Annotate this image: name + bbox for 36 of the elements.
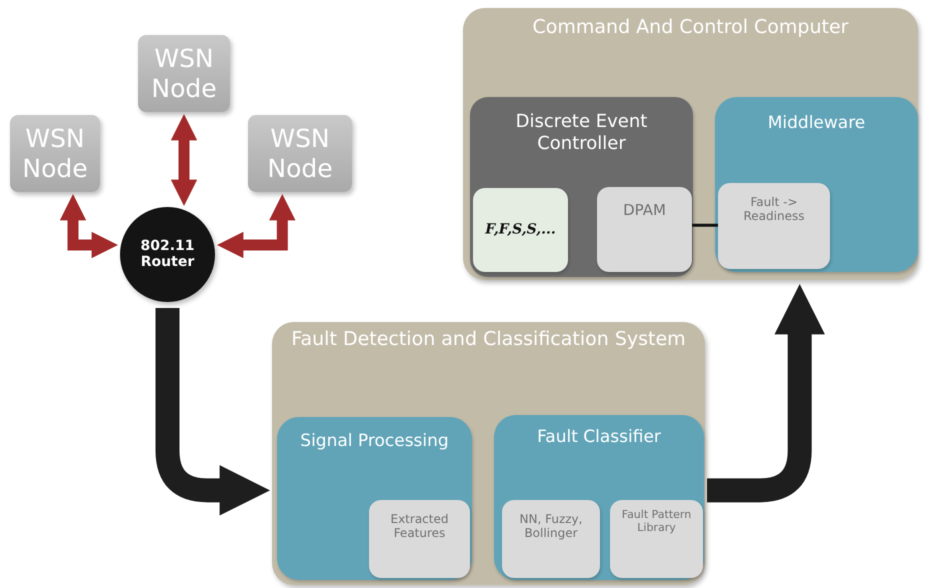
- flow-arrow: [156, 308, 270, 516]
- node-label: Extracted Features: [390, 512, 450, 541]
- sensor-node-box: [248, 115, 352, 192]
- node-label: DPAM: [622, 201, 667, 219]
- node-label: Middleware: [766, 113, 866, 134]
- node-label: Discrete Event Controller: [514, 111, 648, 154]
- node-label: WSN Node: [266, 124, 334, 184]
- component-box: [610, 500, 703, 578]
- controller-panel: [470, 97, 693, 277]
- node-label: NN, Fuzzy, Bollinger: [518, 512, 584, 541]
- module-panel: [277, 417, 472, 580]
- node-label: WSN Node: [21, 124, 89, 184]
- component-box: [502, 500, 600, 578]
- module-panel: [715, 97, 918, 272]
- arrow: [217, 194, 296, 258]
- component-box: [718, 183, 830, 269]
- node-label: Command And Control Computer: [531, 16, 850, 39]
- node-label: 802.11 Router: [139, 238, 196, 272]
- sensor-node-box: [138, 35, 230, 112]
- formula-text: F,F,S,S,...: [484, 222, 557, 238]
- arrow: [60, 194, 118, 258]
- component-box: [597, 187, 692, 272]
- node-label: Fault Pattern Library: [620, 508, 692, 534]
- system-panel: [272, 322, 705, 585]
- node-label: Fault -> Readiness: [742, 195, 806, 224]
- component-box: [369, 500, 470, 578]
- component-box: [473, 188, 568, 272]
- module-panel: [494, 415, 704, 580]
- node-label: Signal Processing: [299, 431, 450, 452]
- system-panel: [463, 8, 918, 280]
- arrow: [170, 114, 198, 206]
- node-label: WSN Node: [150, 44, 218, 104]
- connector-line: [692, 224, 718, 227]
- node-label: Fault Detection and Classification System: [290, 328, 687, 351]
- node-label: Fault Classifier: [536, 427, 662, 448]
- sensor-node-box: [10, 115, 100, 192]
